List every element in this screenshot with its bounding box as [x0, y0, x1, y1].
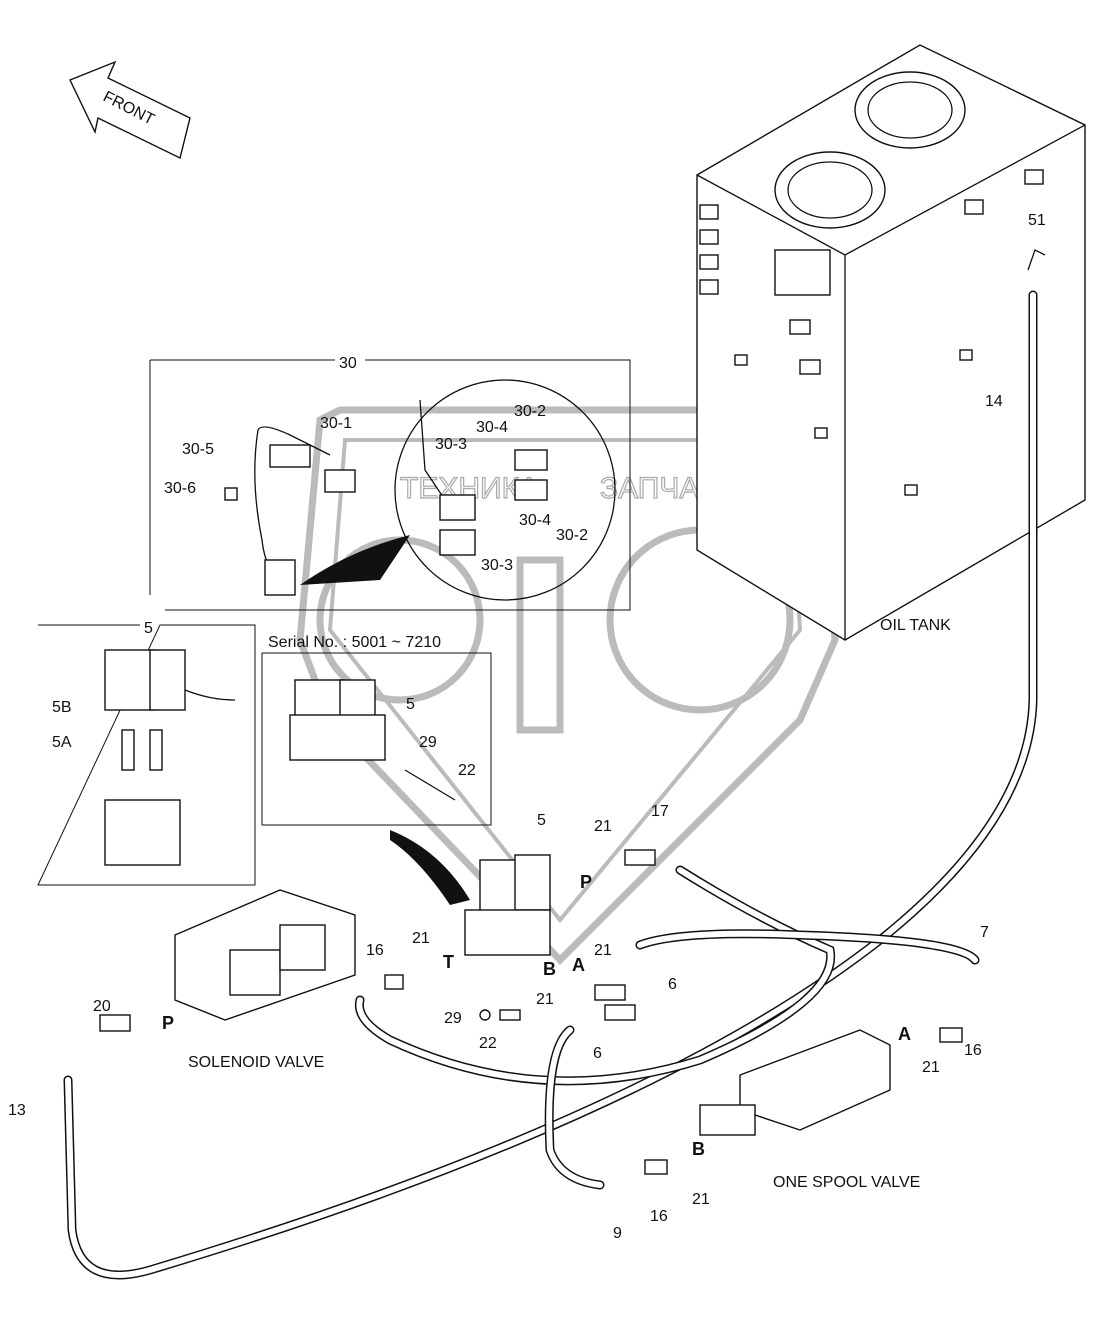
hoses [63, 249, 1046, 1280]
solenoid-valve-block: SOLENOID VALVE [99, 889, 356, 1071]
callout-label: 22 [479, 1035, 497, 1052]
callout-label: 5 [144, 620, 153, 637]
oil-tank-caption: OIL TANK [880, 617, 951, 634]
callout-label: 21 [922, 1059, 940, 1076]
callout-label: 9 [613, 1225, 622, 1242]
oil-tank: OIL TANK [696, 44, 1086, 641]
callout-label: 22 [458, 762, 476, 779]
callout-label: 7 [980, 924, 989, 941]
serial-caption: Serial No. : 5001 ~ 7210 [268, 634, 441, 651]
callout-label: 30-3 [435, 436, 467, 453]
front-arrow-icon: FRONT [69, 60, 191, 160]
callout-label: A [572, 955, 585, 975]
callout-label: 30-1 [320, 415, 352, 432]
callout-label: P [580, 872, 592, 892]
serial-box: Serial No. : 5001 ~ 7210 [261, 634, 492, 905]
one-spool-valve-caption: ONE SPOOL VALVE [773, 1174, 920, 1191]
callout-label: T [443, 952, 454, 972]
callout-label: 5 [406, 696, 415, 713]
callout-label: 21 [412, 930, 430, 947]
callout-label: 20 [93, 998, 111, 1015]
callout-label: 21 [594, 818, 612, 835]
callout-label: 30-5 [182, 441, 214, 458]
callout-label: 29 [419, 734, 437, 751]
callout-label: 17 [651, 803, 669, 820]
solenoid-group-5 [37, 624, 256, 886]
callout-label: 5 [537, 812, 546, 829]
callout-label: 30-4 [519, 512, 551, 529]
callout-label: P [162, 1013, 174, 1033]
callout-label: B [543, 959, 556, 979]
callout-label: 5A [52, 734, 72, 751]
harness-group-30 [149, 359, 631, 611]
callout-label: 30 [339, 355, 357, 372]
callout-label: 51 [1028, 212, 1046, 229]
callout-label: A [898, 1024, 911, 1044]
callout-label: 6 [668, 976, 677, 993]
callout-label: 16 [964, 1042, 982, 1059]
callout-label: 5B [52, 699, 72, 716]
callout-label: B [692, 1139, 705, 1159]
callout-label: 30-4 [476, 419, 508, 436]
solenoid-valve-assembly [384, 849, 656, 1021]
callout-label: 29 [444, 1010, 462, 1027]
callout-label: 16 [650, 1208, 668, 1225]
callout-label: 21 [692, 1191, 710, 1208]
one-spool-valve: ONE SPOOL VALVE [644, 1027, 963, 1191]
callout-label: 21 [536, 991, 554, 1008]
callout-label: 14 [985, 393, 1003, 410]
callout-label: 30-6 [164, 480, 196, 497]
callout-label: 30-2 [514, 403, 546, 420]
callout-label: 30-2 [556, 527, 588, 544]
solenoid-valve-caption: SOLENOID VALVE [188, 1054, 324, 1071]
callout-label: 16 [366, 942, 384, 959]
callout-label: 21 [594, 942, 612, 959]
callout-label: 30-3 [481, 557, 513, 574]
callout-label: 6 [593, 1045, 602, 1062]
callout-label: 13 [8, 1102, 26, 1119]
callout-labels: 30 30-1 30-5 30-6 30-2 30-4 30-3 30-2 30-4 30-3 5 5… [8, 212, 1046, 1242]
